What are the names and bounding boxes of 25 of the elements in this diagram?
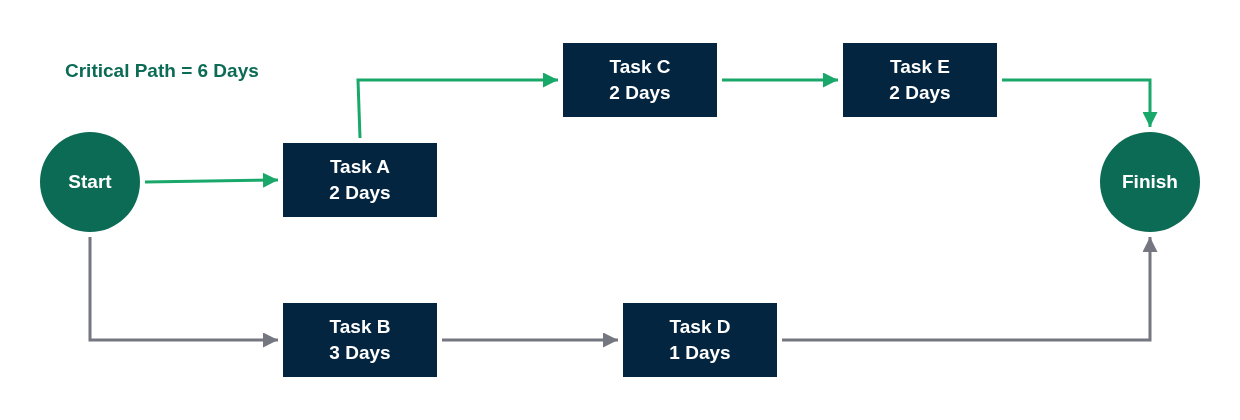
critical-path-note: Critical Path = 6 Days	[65, 60, 259, 82]
arrow	[144, 172, 279, 188]
task-box	[283, 303, 437, 377]
task-duration: 1 Days	[669, 341, 731, 365]
task-name: Task A	[329, 155, 391, 179]
task-name: Task D	[669, 315, 731, 339]
event-name: Finish	[1122, 170, 1178, 194]
arrow	[88, 237, 278, 348]
task-duration: 2 Days	[609, 81, 671, 105]
task-name: Task B	[329, 315, 391, 339]
arrow	[782, 237, 1158, 342]
task-duration: 3 Days	[329, 341, 391, 365]
task-duration: 2 Days	[889, 81, 951, 105]
event-name: Start	[68, 170, 112, 194]
arrow	[356, 72, 558, 139]
task-box	[563, 43, 717, 117]
task-name: Task E	[890, 55, 950, 79]
task-box	[623, 303, 777, 377]
task-box	[283, 143, 437, 217]
arrow	[1002, 78, 1158, 127]
task-name: Task C	[609, 55, 671, 79]
task-duration: 2 Days	[329, 181, 391, 205]
arrow	[722, 72, 838, 88]
arrow	[442, 332, 618, 348]
task-box	[843, 43, 997, 117]
